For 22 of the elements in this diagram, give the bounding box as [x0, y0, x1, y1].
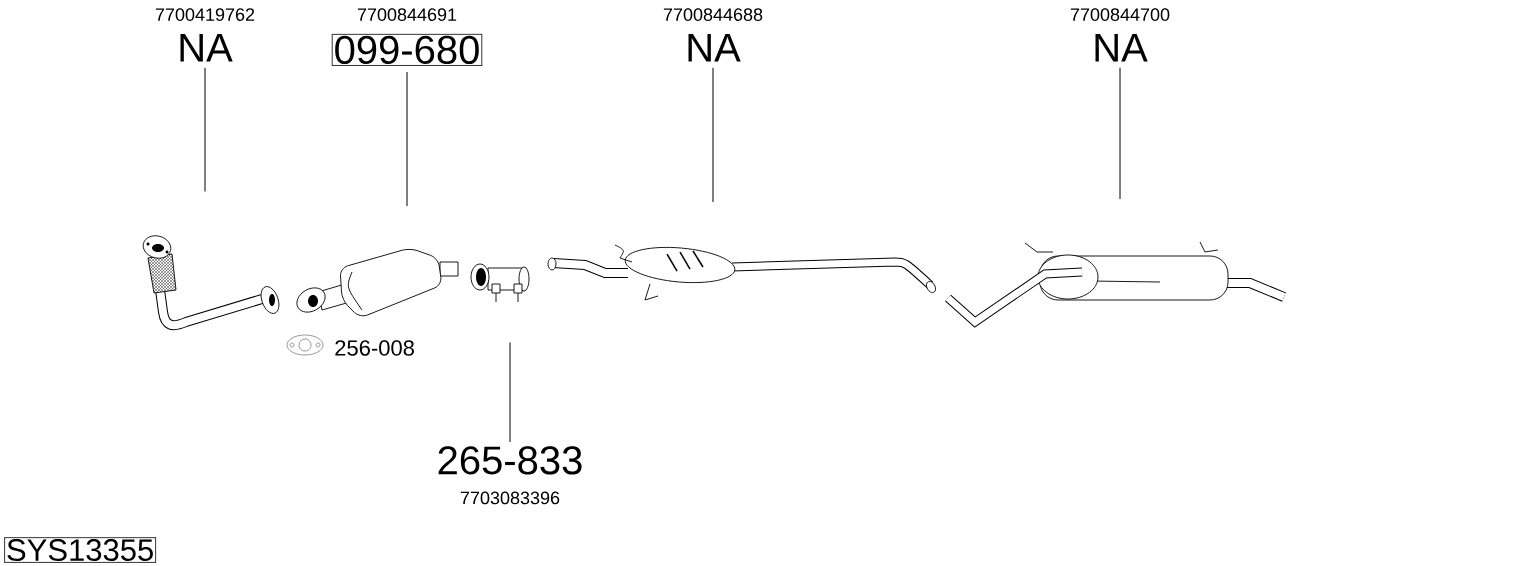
oe-number: 7703083396: [460, 491, 560, 505]
system-number-box: SYS13355: [3, 537, 157, 563]
part-number: 265-833: [438, 446, 582, 475]
part-number-box: 099-680: [331, 33, 483, 66]
part-number: NA: [1095, 33, 1148, 62]
oe-number: 7700419762: [155, 8, 255, 21]
leader-line: [1119, 67, 1121, 200]
oe-number: 7700844688: [663, 8, 763, 21]
oe-number: 7700844691: [357, 8, 457, 21]
center-silencer-drawing: [547, 244, 937, 301]
front-pipe-drawing: [142, 235, 280, 314]
part-number: NA: [688, 33, 741, 62]
part-number: 256-008: [335, 340, 414, 356]
part-number: NA: [180, 33, 233, 62]
leader-line: [712, 67, 714, 203]
clamp-drawing: [470, 263, 530, 303]
leader-line: [406, 71, 408, 207]
oe-number: 7700844700: [1070, 8, 1170, 21]
leader-line: [509, 341, 511, 443]
leader-line: [204, 67, 206, 193]
catalytic-converter-drawing: [296, 248, 459, 317]
rear-silencer-drawing: [945, 241, 1286, 328]
